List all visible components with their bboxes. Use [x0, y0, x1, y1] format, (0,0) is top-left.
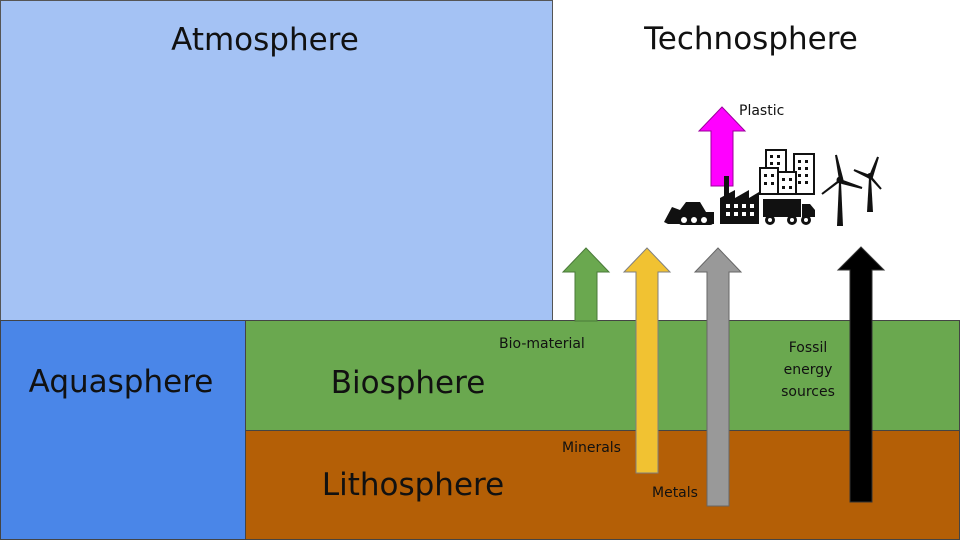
fossil-energy-arrow	[836, 246, 886, 503]
plastic-arrow	[697, 106, 747, 187]
lithosphere-region	[245, 430, 960, 540]
minerals-arrow	[622, 247, 672, 474]
biosphere-region	[245, 320, 960, 431]
minerals-label: Minerals	[562, 440, 621, 456]
fossil-label-line-3: sources	[781, 384, 835, 400]
truck-icon	[763, 199, 815, 225]
bulldozer-icon	[664, 202, 714, 225]
factory-icon	[720, 176, 759, 224]
lithosphere-label: Lithosphere	[321, 467, 505, 503]
metals-arrow	[693, 247, 743, 507]
metals-label: Metals	[652, 485, 698, 501]
bio-material-arrow	[561, 247, 611, 322]
aquasphere-label: Aquasphere	[28, 364, 214, 400]
technosphere-label: Technosphere	[644, 21, 858, 57]
atmosphere-label: Atmosphere	[171, 22, 359, 58]
wind-turbine-icon	[821, 154, 882, 226]
biosphere-label: Biosphere	[330, 365, 486, 401]
fossil-label-line-1: Fossil	[788, 340, 828, 356]
buildings-icon	[759, 149, 815, 195]
plastic-label: Plastic	[739, 103, 785, 119]
fossil-energy-sources-label: Fossil energy sources	[776, 337, 840, 403]
bio-material-label: Bio-material	[499, 336, 585, 352]
technosphere-region	[553, 0, 960, 321]
atmosphere-region	[0, 0, 553, 321]
fossil-label-line-2: energy	[783, 362, 833, 378]
